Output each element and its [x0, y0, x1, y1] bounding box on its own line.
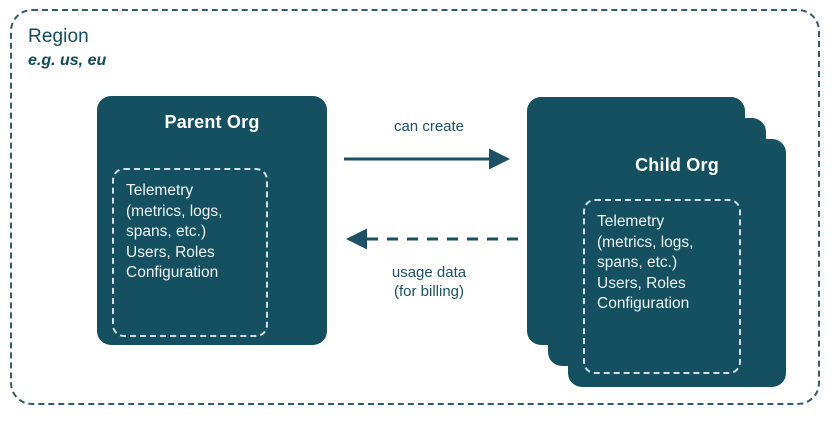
usage-data-label: usage data (for billing) [391, 264, 467, 300]
child-org-card-front: Child Org Telemetry (metrics, logs, span… [568, 139, 786, 387]
child-org-contents-text: Telemetry (metrics, logs, spans, etc.) U… [597, 213, 694, 312]
parent-org-title: Parent Org [164, 112, 260, 132]
parent-org-contents-text: Telemetry (metrics, logs, spans, etc.) U… [126, 182, 223, 281]
child-org-stack: Child Org Telemetry (metrics, logs, span… [527, 97, 787, 388]
can-create-label: can create [393, 118, 465, 135]
parent-org-contents-box: Telemetry (metrics, logs, spans, etc.) U… [112, 168, 268, 337]
parent-org-card: Parent Org Telemetry (metrics, logs, spa… [97, 96, 327, 345]
region-title: Region [28, 26, 89, 47]
child-org-contents-box: Telemetry (metrics, logs, spans, etc.) U… [583, 199, 741, 374]
child-org-title: Child Org [635, 155, 719, 175]
region-container [10, 9, 820, 405]
region-subtitle: e.g. us, eu [28, 52, 107, 69]
